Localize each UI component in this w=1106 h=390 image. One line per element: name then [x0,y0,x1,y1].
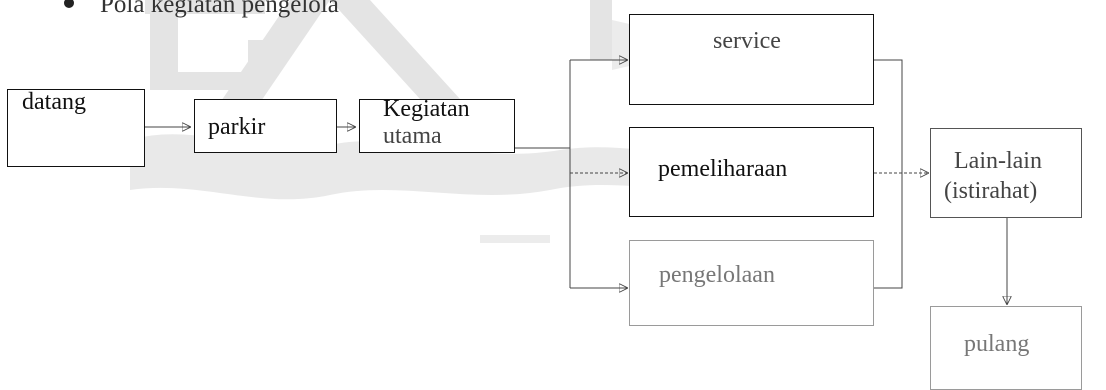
label-pengelolaan: pengelolaan [659,262,775,288]
label-lain-lain-line2: (istirahat) [944,178,1038,204]
label-parkir: parkir [208,114,266,140]
label-pulang: pulang [964,331,1030,357]
node-parkir [194,99,337,153]
node-pulang [930,306,1082,390]
label-lain-lain-line1: Lain-lain [954,148,1042,174]
node-pengelolaan [629,240,874,326]
bullet-icon [64,0,74,8]
node-pemeliharaan [629,127,874,217]
label-service: service [713,28,781,54]
label-pemeliharaan: pemeliharaan [658,156,788,182]
node-service [629,14,874,105]
node-lain-lain [930,128,1082,218]
node-datang [7,89,145,167]
heading-text: Pola kegiatan pengelola [100,0,339,18]
label-kegiatan-line2: utama [383,123,442,149]
node-kegiatan-utama [359,99,515,153]
label-datang: datang [22,89,86,115]
connector-service-collect [874,59,903,289]
section-heading: Pola kegiatan pengelola [64,0,339,19]
label-kegiatan-line1: Kegiatan [383,96,470,122]
